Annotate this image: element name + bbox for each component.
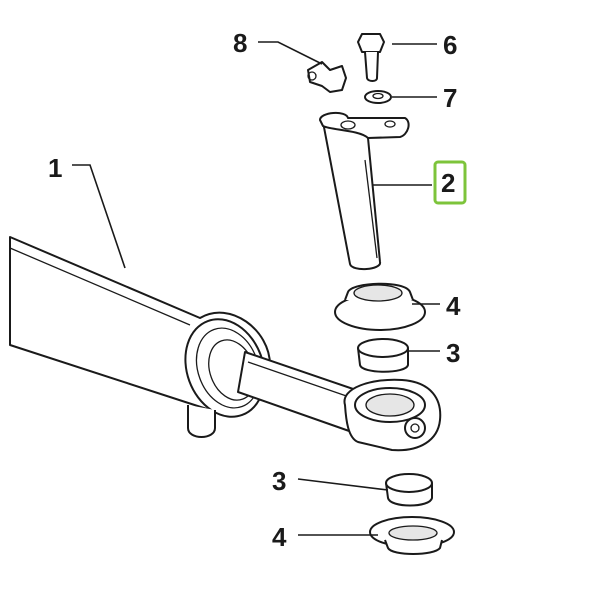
callout-4-upper: 4 xyxy=(446,291,461,321)
pivot-pin xyxy=(319,112,410,270)
callout-2-highlight-box xyxy=(433,160,467,205)
callout-7: 7 xyxy=(443,83,457,113)
callout-1: 1 xyxy=(48,153,62,183)
seal-upper xyxy=(334,282,426,331)
cylinder-barrel xyxy=(9,236,271,438)
callout-6: 6 xyxy=(443,30,457,60)
bushing-upper xyxy=(357,338,409,373)
leader-1 xyxy=(72,164,126,269)
callout-8: 8 xyxy=(233,28,247,58)
callouts: 1 2 4 3 3 4 6 7 8 xyxy=(48,28,467,552)
washer xyxy=(364,90,392,104)
bolt xyxy=(357,33,385,82)
seal-lower xyxy=(369,516,455,555)
callout-2[interactable]: 2 xyxy=(441,168,455,198)
bushing-lower xyxy=(385,473,433,507)
callout-3-lower: 3 xyxy=(272,466,286,496)
piston-rod xyxy=(237,351,363,433)
callout-4-lower: 4 xyxy=(272,522,287,552)
rod-eye xyxy=(343,378,442,452)
grease-fitting xyxy=(307,61,347,93)
leader-lines xyxy=(72,41,440,536)
callout-3-upper: 3 xyxy=(446,338,460,368)
leader-3-lower xyxy=(297,478,389,491)
leader-8 xyxy=(258,41,323,65)
